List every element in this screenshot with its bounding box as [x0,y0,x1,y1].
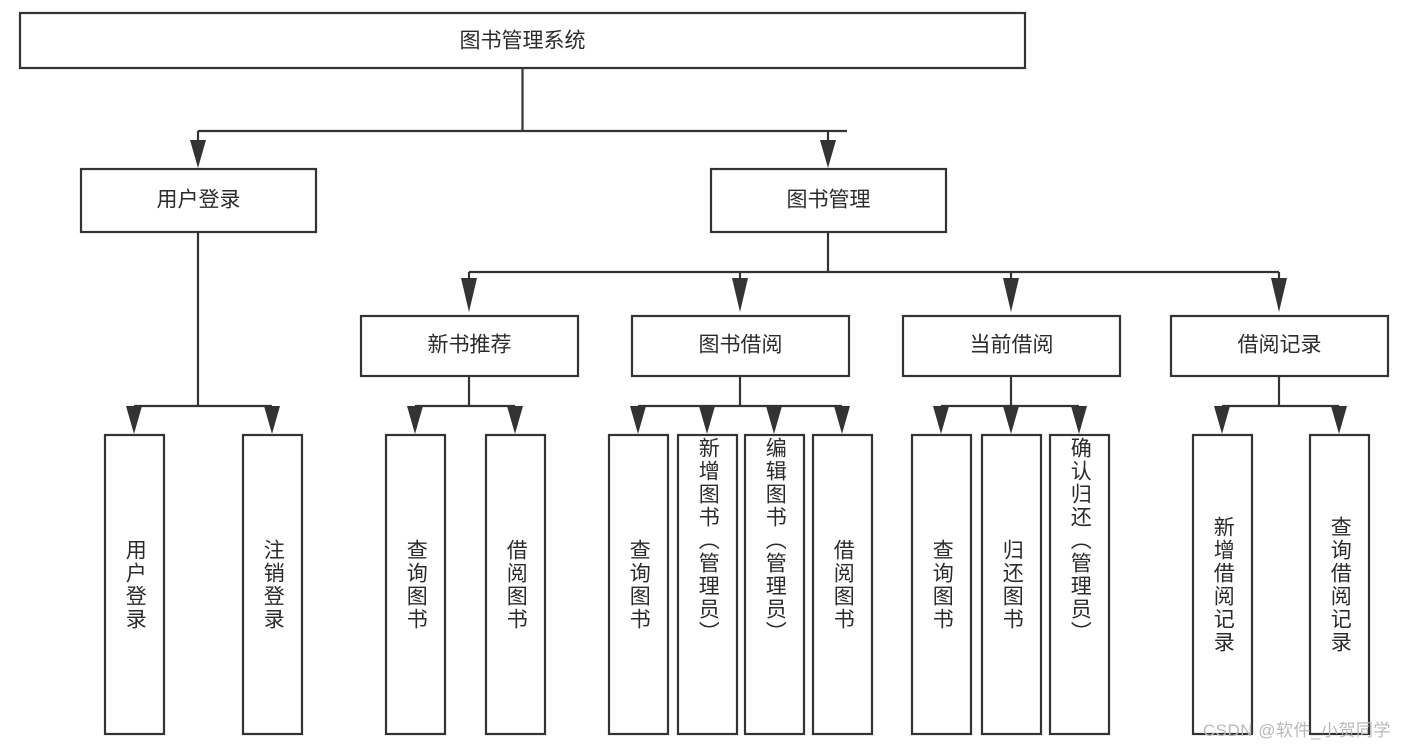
node-borrow-record[interactable]: 借阅记录 [1169,314,1390,378]
node-leaf-add-record-box[interactable] [1191,433,1254,736]
arrow-head-leaf-logout-login [264,406,280,434]
node-leaf-edit-book-box[interactable] [743,433,806,736]
arrow-head-leaf-borrow-book-2 [834,406,850,434]
arrow-head-book-manage [820,140,836,168]
node-book-manage[interactable]: 图书管理 [709,167,948,234]
connector-group-user-login [126,232,280,434]
node-leaf-borrow-book-2-box[interactable] [811,433,874,736]
node-leaf-query-book-3-box[interactable] [910,433,973,736]
node-leaf-query-book-2-box[interactable] [607,433,670,736]
arrow-head-leaf-edit-book [766,406,782,434]
arrow-head-leaf-add-record [1214,406,1230,434]
node-book-borrow-box[interactable] [630,314,851,378]
node-book-borrow-label: 图书借阅 [699,334,783,357]
node-leaf-query-book-1-box[interactable] [384,433,447,736]
node-leaf-user-login-box[interactable] [103,433,166,736]
node-root-box[interactable] [18,11,1027,70]
node-user-login-box[interactable] [79,167,318,234]
connector-group-current-borrow [933,376,1087,434]
node-new-book-recommend[interactable]: 新书推荐 [359,314,580,378]
node-current-borrow-box[interactable] [901,314,1122,378]
arrow-head-leaf-add-book [699,406,715,434]
arrow-head-current-borrow [1003,278,1019,312]
node-root[interactable]: 图书管理系统 [18,11,1027,70]
node-book-borrow[interactable]: 图书借阅 [630,314,851,378]
connector-group-new-book-recommend [407,376,523,434]
node-current-borrow-label: 当前借阅 [970,334,1054,357]
node-root-label: 图书管理系统 [460,30,586,53]
node-new-book-recommend-box[interactable] [359,314,580,378]
node-current-borrow[interactable]: 当前借阅 [901,314,1122,378]
arrow-head-user-login [190,140,206,168]
arrow-head-book-borrow [732,278,748,312]
node-leaf-logout-login-box[interactable] [241,433,304,736]
node-new-book-recommend-label: 新书推荐 [428,334,512,357]
arrow-head-borrow-record [1271,278,1287,312]
node-leaf-return-book-box[interactable] [980,433,1043,736]
connector-group-book-borrow [630,376,850,434]
arrow-head-leaf-query-record [1331,406,1347,434]
node-user-login-label: 用户登录 [157,189,241,212]
arrow-head-leaf-query-book-1 [407,406,423,434]
node-borrow-record-label: 借阅记录 [1238,334,1322,357]
arrow-head-leaf-query-book-2 [630,406,646,434]
arrow-head-leaf-borrow-book-1 [507,406,523,434]
node-borrow-record-box[interactable] [1169,314,1390,378]
arrow-head-leaf-return-book [1003,406,1019,434]
node-book-manage-box[interactable] [709,167,948,234]
arrow-head-leaf-confirm-return [1071,406,1087,434]
watermark-text: CSDN @软件_小贺同学 [1202,721,1391,740]
arrow-head-leaf-query-book-3 [933,406,949,434]
connector-group-book-manage [461,232,1287,312]
node-user-login[interactable]: 用户登录 [79,167,318,234]
connector-group-borrow-record [1214,376,1347,434]
arrow-head-new-book-recommend [461,278,477,312]
node-leaf-borrow-book-1-box[interactable] [484,433,547,736]
node-leaf-query-record-box[interactable] [1308,433,1371,736]
connector-group-root [190,68,847,168]
node-leaf-confirm-return-box[interactable] [1048,433,1111,736]
arrow-head-leaf-user-login [126,406,142,434]
node-book-manage-label: 图书管理 [787,189,871,212]
node-leaf-add-book-box[interactable] [676,433,739,736]
